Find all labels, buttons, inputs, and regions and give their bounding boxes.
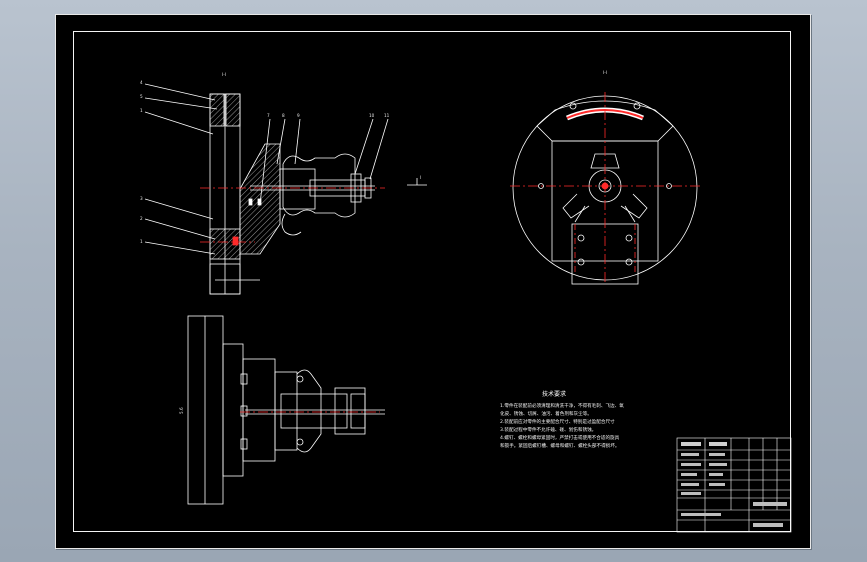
svg-text:9: 9 [297, 113, 300, 118]
svg-text:2.装配前应对零件的主要配合尺寸、特别是过盈配合尺寸: 2.装配前应对零件的主要配合尺寸、特别是过盈配合尺寸 [500, 418, 615, 425]
svg-text:10: 10 [369, 113, 375, 118]
svg-text:化皮、锈蚀、切屑、油污、着色剂和灰尘等。: 化皮、锈蚀、切屑、油污、着色剂和灰尘等。 [500, 410, 592, 417]
tech-req-title: 技术要求 [542, 390, 566, 398]
svg-text:4.螺钉、螺栓和螺母紧固时，严禁打击或使用不合适的旋具: 4.螺钉、螺栓和螺母紧固时，严禁打击或使用不合适的旋具 [500, 434, 620, 441]
svg-text:4: 4 [140, 80, 143, 85]
circle-centerlines [510, 92, 700, 282]
inner-frame [73, 31, 791, 532]
outer-frame [55, 14, 811, 549]
svg-text:2: 2 [140, 216, 143, 221]
svg-text:I: I [420, 175, 421, 180]
drawing-canvas[interactable]: I-I [55, 14, 811, 549]
balloon-labels-top: 7 8 9 10 11 [267, 113, 390, 118]
section-view-label: I-I [222, 72, 226, 77]
section-centerlines [200, 187, 385, 246]
title-block [676, 437, 792, 533]
svg-text:8: 8 [282, 113, 285, 118]
technical-requirements: 技术要求 1.零件在装配前必须清理和清洗干净，不得有毛刺、飞边、氧 化皮、锈蚀、… [500, 390, 624, 449]
drawing-sheet[interactable]: I-I [55, 14, 811, 549]
svg-text:1: 1 [140, 108, 143, 113]
bottom-view: 5.6 [179, 315, 385, 505]
svg-text:1.零件在装配前必须清理和清洗干净，不得有毛刺、飞边、氧: 1.零件在装配前必须清理和清洗干净，不得有毛刺、飞边、氧 [500, 402, 624, 409]
svg-text:5: 5 [140, 94, 143, 99]
balloon-labels-left: 4 5 1 3 2 1 [140, 80, 143, 244]
svg-text:3.装配过程中零件不允许磕、碰、划伤和锈蚀。: 3.装配过程中零件不允许磕、碰、划伤和锈蚀。 [500, 426, 596, 433]
section-view: I-I [144, 72, 389, 295]
bottom-view-label: 5.6 [179, 407, 184, 414]
view-arrow: I [407, 175, 427, 186]
svg-text:和扳手。紧固后螺钉槽、螺母和螺钉、螺栓头部不得损坏。: 和扳手。紧固后螺钉槽、螺母和螺钉、螺栓头部不得损坏。 [500, 442, 619, 449]
svg-text:11: 11 [384, 113, 390, 118]
svg-text:7: 7 [267, 113, 270, 118]
circle-view-label: I-I [603, 70, 607, 75]
svg-text:3: 3 [140, 196, 143, 201]
svg-text:1: 1 [140, 239, 143, 244]
